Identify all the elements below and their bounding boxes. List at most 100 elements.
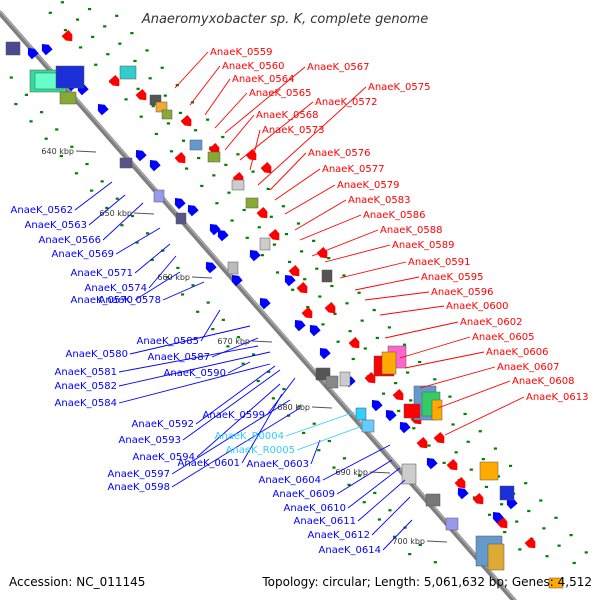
gene-label-reverse-leader: [118, 351, 271, 387]
gene-label-forward: AnaeK_0583: [348, 195, 410, 206]
gene-label-reverse: AnaeK_0611: [294, 516, 356, 527]
gene-label-forward: AnaeK_0559: [210, 47, 272, 58]
forward-gene-arrow: [446, 459, 458, 471]
gene-labels: AnaeK_0559AnaeK_0560AnaeK_0564AnaeK_0565…: [11, 47, 589, 556]
cog-box: [487, 543, 505, 571]
reverse-gene-arrow: [209, 224, 221, 236]
track-dot: [287, 260, 292, 264]
reverse-gene-arrow: [135, 150, 147, 162]
gene-label-forward-leader: [404, 351, 485, 369]
track-dot: [130, 32, 134, 35]
gene-label-reverse: AnaeK_0599: [203, 410, 265, 421]
gene-label-reverse: AnaeK_0566: [39, 235, 101, 246]
gene-label-reverse-leader: [171, 407, 301, 488]
track-dot: [136, 87, 140, 90]
track-dot: [145, 49, 149, 52]
forward-gene-arrow: [392, 389, 404, 401]
forward-gene-arrow-shape: [392, 389, 404, 401]
track-dot: [29, 120, 33, 123]
track-dot: [318, 295, 322, 298]
track-dot: [412, 427, 416, 430]
track-dot: [165, 276, 169, 279]
track-dot: [284, 232, 289, 236]
gene-label-reverse: AnaeK_0614: [319, 545, 381, 556]
reverse-gene-arrow-shape: [319, 348, 331, 360]
track-dot: [372, 308, 376, 312]
track-dot: [303, 278, 307, 281]
gene-label-reverse-leader: [357, 479, 406, 522]
track-dot: [242, 208, 246, 212]
tick-label: 680 kbp: [277, 403, 310, 412]
track-dot: [333, 312, 337, 315]
reverse-gene-arrow-shape: [149, 160, 161, 172]
track-dot: [454, 451, 458, 454]
track-dot: [557, 544, 561, 547]
track-dot: [321, 323, 325, 326]
gene-label-forward-leader: [274, 168, 321, 201]
track-dot: [161, 249, 165, 252]
gene-label-reverse: AnaeK_0585: [137, 336, 199, 347]
gene-label-forward: AnaeK_0613: [526, 392, 588, 403]
track-dot: [545, 555, 549, 558]
track-dot: [336, 340, 340, 343]
forward-gene-arrow: [524, 537, 536, 549]
cog-box: [189, 139, 203, 151]
track-dot: [221, 135, 225, 139]
cog-box: [479, 461, 499, 481]
gene-label-forward-leader: [437, 380, 511, 409]
forward-gene-arrow-shape: [256, 207, 268, 219]
track-dot: [197, 156, 201, 160]
gene-label-forward-leader: [249, 129, 261, 171]
track-dot: [357, 291, 361, 294]
track-dot: [200, 184, 204, 188]
gene-label-reverse-leader: [118, 363, 271, 404]
track-dot: [542, 527, 546, 530]
reverse-gene-arrow: [399, 422, 411, 434]
gene-label-reverse: AnaeK_0571: [71, 268, 133, 279]
reverse-gene-arrow-shape: [249, 250, 261, 262]
cog-box: [119, 65, 137, 80]
track-dot: [499, 503, 504, 506]
track-dot: [442, 461, 446, 464]
track-dot: [427, 444, 431, 447]
gene-label-reverse-leader: [371, 496, 411, 536]
track-dot: [79, 46, 83, 49]
feature-layer: [5, 30, 564, 589]
tick-mark: [133, 212, 155, 215]
gene-label-forward: AnaeK_0596: [431, 287, 493, 298]
tick-mark: [369, 471, 391, 474]
track-dot: [55, 128, 59, 131]
track-dot: [363, 347, 367, 350]
tick-label: 700 kbp: [392, 537, 425, 546]
reverse-gene-arrow: [205, 262, 217, 274]
reverse-gene-arrow-shape: [309, 325, 321, 337]
forward-gene-arrow-shape: [208, 143, 220, 155]
track-dot: [375, 336, 379, 340]
track-dot: [433, 378, 437, 381]
forward-gene-arrow: [135, 89, 147, 101]
forward-gene-arrow: [324, 302, 336, 314]
reverse-gene-arrow: [492, 512, 504, 524]
gene-label-reverse: AnaeK_0598: [108, 482, 170, 493]
gene-label-reverse-leader: [241, 393, 283, 464]
gene-label-reverse-leader: [310, 439, 321, 465]
track-dot: [481, 458, 485, 461]
cog-box: [155, 101, 168, 113]
track-dot: [245, 236, 249, 239]
gene-label-forward: AnaeK_0588: [380, 225, 442, 236]
track-dot: [478, 430, 482, 433]
cog-box: [175, 212, 187, 225]
gene-label-reverse: AnaeK_0610: [284, 503, 346, 514]
track-dot: [230, 219, 234, 222]
gene-label-forward: AnaeK_0607: [497, 362, 559, 373]
reverse-gene-arrow-shape: [217, 230, 229, 242]
forward-gene-arrow-shape: [316, 247, 328, 259]
track-dot: [154, 132, 158, 136]
gene-label-reverse-leader: [88, 194, 126, 226]
gene-label-rna-leader: [296, 424, 366, 451]
gene-label-reverse-leader: [182, 369, 281, 441]
gene-label-forward: AnaeK_0586: [363, 210, 425, 221]
forward-gene-arrow: [364, 372, 376, 384]
gene-label-reverse-leader: [322, 444, 391, 481]
tick-label: 670 kbp: [217, 337, 250, 346]
